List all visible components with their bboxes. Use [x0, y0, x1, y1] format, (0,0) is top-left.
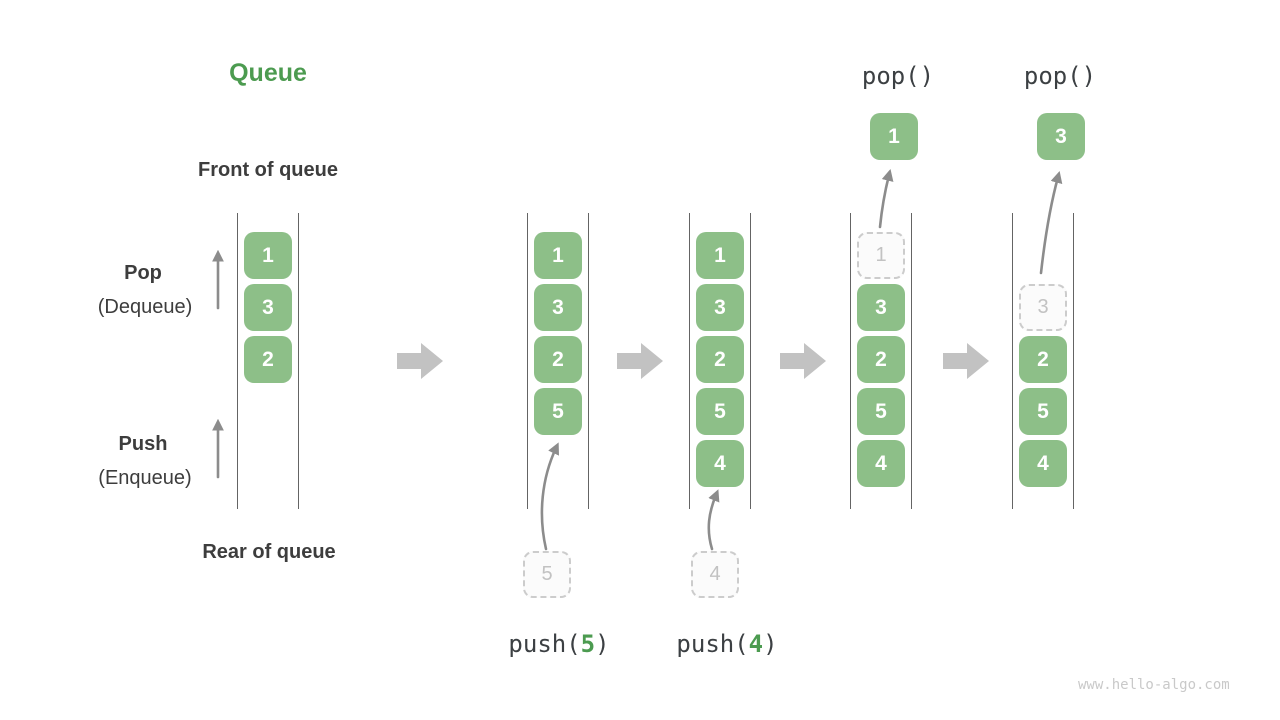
queue-ghost-box: 1	[857, 232, 905, 279]
queue-item-box: 3	[244, 284, 292, 331]
popped-item-box: 1	[870, 113, 918, 160]
pop-operation-label: pop()	[1023, 62, 1097, 90]
step-arrow-1	[397, 343, 443, 379]
popped-item-box: 3	[1037, 113, 1085, 160]
queue-column-2	[527, 213, 589, 509]
pop-operation-label: pop()	[861, 62, 935, 90]
queue-column-3	[689, 213, 751, 509]
queue-item-box: 2	[1019, 336, 1067, 383]
queue-item-box: 1	[244, 232, 292, 279]
pop-label: Pop	[124, 262, 162, 284]
queue-item-box: 3	[696, 284, 744, 331]
queue-item-box: 2	[534, 336, 582, 383]
dequeue-sublabel: (Dequeue)	[97, 296, 193, 318]
queue-item-box: 4	[696, 440, 744, 487]
queue-item-box: 2	[244, 336, 292, 383]
queue-item-box: 5	[696, 388, 744, 435]
queue-item-box: 5	[534, 388, 582, 435]
queue-item-box: 4	[1019, 440, 1067, 487]
push-operation-label: push(4)	[676, 630, 778, 658]
queue-item-box: 2	[857, 336, 905, 383]
pending-item-box: 4	[691, 551, 739, 598]
step-arrow-2	[617, 343, 663, 379]
push-label: Push	[118, 433, 168, 455]
queue-item-box: 2	[696, 336, 744, 383]
queue-column-1	[237, 213, 299, 509]
queue-item-box: 5	[857, 388, 905, 435]
diagram-title: Queue	[229, 59, 307, 87]
queue-item-box: 1	[696, 232, 744, 279]
queue-ghost-box: 3	[1019, 284, 1067, 331]
queue-item-box: 1	[534, 232, 582, 279]
rear-of-queue-label: Rear of queue	[202, 541, 336, 563]
queue-item-box: 3	[534, 284, 582, 331]
queue-column-5	[1012, 213, 1074, 509]
push-operation-label: push(5)	[508, 630, 610, 658]
queue-item-box: 3	[857, 284, 905, 331]
front-of-queue-label: Front of queue	[198, 159, 338, 181]
queue-item-box: 4	[857, 440, 905, 487]
queue-column-4	[850, 213, 912, 509]
step-arrow-4	[943, 343, 989, 379]
pending-item-box: 5	[523, 551, 571, 598]
queue-item-box: 5	[1019, 388, 1067, 435]
step-arrow-3	[780, 343, 826, 379]
watermark: www.hello-algo.com	[1078, 677, 1230, 693]
enqueue-sublabel: (Enqueue)	[98, 467, 192, 489]
